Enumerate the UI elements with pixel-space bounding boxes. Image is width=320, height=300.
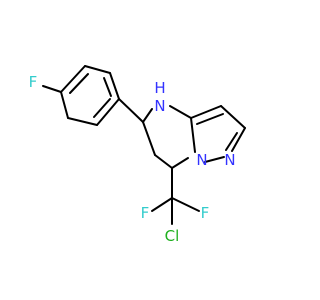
bond — [171, 197, 200, 212]
bond — [67, 117, 98, 126]
bond — [93, 98, 111, 118]
bond — [118, 98, 144, 123]
bond — [142, 121, 156, 156]
bond — [231, 127, 246, 152]
bond — [204, 156, 225, 163]
bond — [190, 105, 222, 119]
molecule-structure: F N H N N F F Cl — [29, 65, 246, 245]
chlorine-atom-label: Cl — [165, 227, 180, 245]
hydrogen-atom-label: H — [154, 79, 165, 97]
bond — [196, 113, 224, 125]
bond — [42, 85, 62, 93]
bond — [84, 65, 111, 74]
bond — [171, 157, 189, 169]
nitrogen-atom-label: N — [224, 151, 235, 169]
bond — [169, 105, 192, 119]
nitrogen-atom-label: N — [154, 97, 165, 115]
bond — [60, 65, 86, 93]
bond — [103, 77, 112, 97]
bond — [96, 98, 120, 126]
bond — [60, 91, 69, 119]
bond — [109, 72, 120, 100]
bond — [225, 132, 238, 151]
bond — [69, 73, 89, 94]
bond — [220, 105, 246, 129]
nitrogen-atom-label: N — [196, 151, 207, 169]
bond — [151, 197, 173, 212]
bond — [190, 117, 196, 153]
atom-label-layer: F N H N N F F Cl — [29, 73, 236, 245]
bond-layer — [42, 65, 246, 225]
bond — [154, 154, 173, 169]
fluorine-atom-label: F — [141, 204, 150, 222]
fluorine-atom-label: F — [29, 73, 38, 91]
fluorine-atom-label: F — [201, 204, 210, 222]
bond — [142, 108, 153, 123]
